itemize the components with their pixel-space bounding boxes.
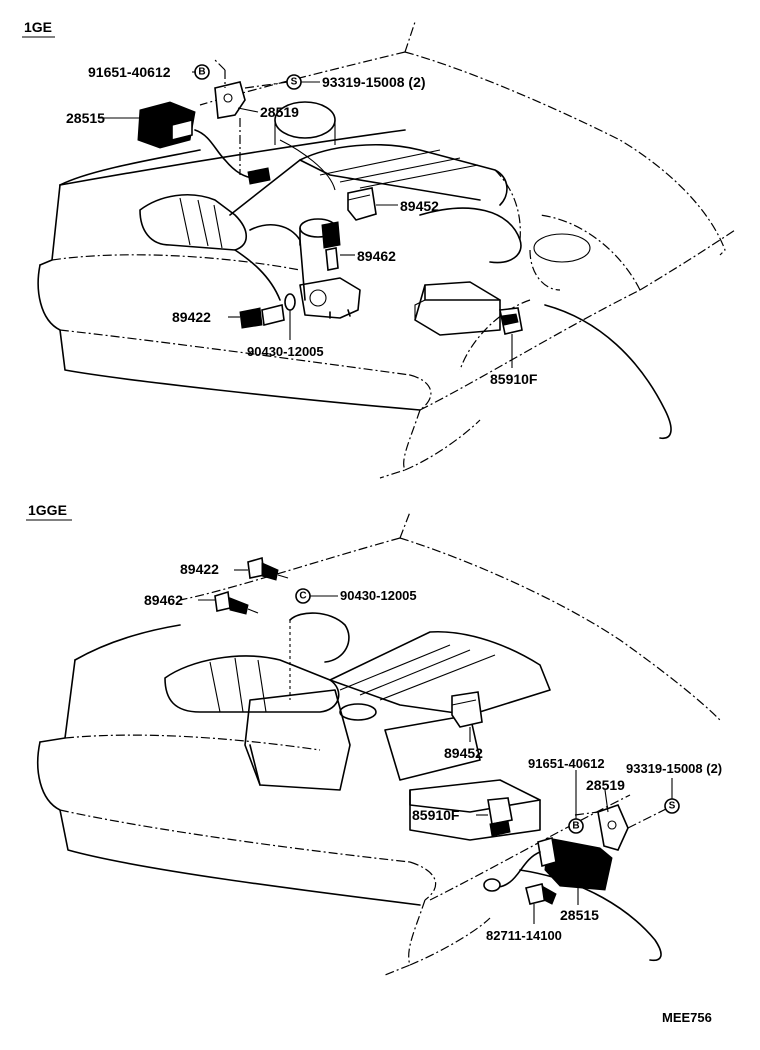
part-85910f-top <box>499 307 523 368</box>
part-89422-top <box>228 304 285 329</box>
label-89462: 89462 <box>357 248 396 264</box>
engine-assembly <box>139 101 522 336</box>
label-28519: 28519 <box>260 104 299 120</box>
section-1ge: 1GE <box>22 19 736 479</box>
part-89452-bottom <box>451 691 483 742</box>
svg-text:S: S <box>669 801 676 812</box>
part-28515-top <box>100 101 271 185</box>
part-89422-bottom <box>234 556 289 581</box>
label-85910f: 85910F <box>490 371 538 387</box>
svg-text:B: B <box>198 67 205 78</box>
section-label-1ge: 1GE <box>24 19 52 35</box>
label-85910f-b: 85910F <box>412 807 460 823</box>
label-89452-b: 89452 <box>444 745 483 761</box>
part-28515-bottom <box>483 836 613 905</box>
label-89422: 89422 <box>172 309 211 325</box>
part-89452-top <box>347 187 398 221</box>
part-89462-bottom <box>198 590 259 615</box>
label-91651-40612: 91651-40612 <box>88 64 171 80</box>
svg-text:B: B <box>572 821 579 832</box>
catalog-code: MEE756 <box>662 1010 712 1025</box>
svg-text:S: S <box>291 77 298 88</box>
bolt-icon-bottom: B <box>568 770 584 834</box>
engine-assembly-2 <box>164 612 551 841</box>
label-93319-15008: 93319-15008 (2) <box>322 74 426 90</box>
part-28519-bottom <box>574 789 669 851</box>
label-82711-14100-b: 82711-14100 <box>486 928 562 943</box>
svg-text:C: C <box>299 591 306 602</box>
screw-icon-bottom: S <box>664 778 680 814</box>
bolt-icon-top: B <box>192 64 210 80</box>
part-89462-top <box>321 221 355 271</box>
screw-icon-top: S <box>286 74 320 90</box>
section-label-1gge: 1GGE <box>28 502 67 518</box>
clip-icon-bottom: C <box>295 588 338 604</box>
label-28515: 28515 <box>66 110 105 126</box>
part-82711-bottom <box>525 883 557 924</box>
part-28519-top <box>214 59 289 175</box>
label-28515-b: 28515 <box>560 907 599 923</box>
label-93319-15008-b: 93319-15008 (2) <box>626 761 722 776</box>
label-89462-b: 89462 <box>144 592 183 608</box>
label-89452: 89452 <box>400 198 439 214</box>
label-91651-40612-b: 91651-40612 <box>528 756 605 771</box>
part-85910f-bottom <box>476 797 513 837</box>
part-90430-top <box>284 293 296 340</box>
water-outlet-top <box>299 277 361 319</box>
label-90430-12005-b: 90430-12005 <box>340 588 417 603</box>
vehicle-body-outline-2 <box>37 511 721 976</box>
label-28519-b: 28519 <box>586 777 625 793</box>
section-1gge: 1GGE <box>26 502 722 976</box>
label-90430-12005: 90430-12005 <box>247 344 324 359</box>
label-89422-b: 89422 <box>180 561 219 577</box>
